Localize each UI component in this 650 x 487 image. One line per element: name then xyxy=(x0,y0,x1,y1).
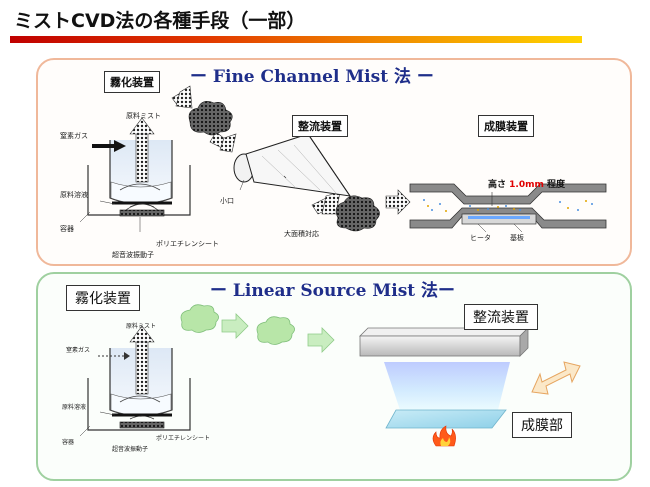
fine-polyethylene-sheet-text: ポリエチレンシート xyxy=(156,240,219,248)
linear-ultrasonic-transducer-text: 超音波振動子 xyxy=(112,446,149,453)
linear-atomizer-label: 霧化装置 xyxy=(66,285,140,311)
fine-section-title: ー Fine Channel Mist 法 ー xyxy=(190,67,434,87)
fine-atomizer-label: 霧化装置 xyxy=(104,71,160,93)
fine-heater-text: ヒータ xyxy=(470,234,491,242)
page-title: ミストCVD法の各種手段（一部） xyxy=(14,10,306,32)
linear-raw-mist-text: 原料ミスト xyxy=(126,323,157,330)
fine-container-text: 容器 xyxy=(60,225,74,233)
linear-raw-solution-text: 原料溶液 xyxy=(62,404,87,411)
fine-raw-mist-text: 原料ミスト xyxy=(126,112,161,120)
fine-deposition-label: 成膜装置 xyxy=(478,115,534,137)
linear-deposition-label: 成膜部 xyxy=(512,412,572,438)
fine-ultrasonic-transducer-text: 超音波振動子 xyxy=(112,251,154,259)
fine-large-area-text: 大面積対応 xyxy=(284,230,319,238)
fine-flow-arrows xyxy=(171,85,411,215)
linear-atomizer-apparatus xyxy=(79,325,191,437)
fine-height-prefix: 高さ xyxy=(488,180,507,190)
fine-small-mouth-text: 小口 xyxy=(220,197,234,205)
fine-height-text: 高さ 1.0mm 程度 xyxy=(488,177,565,190)
linear-rectifier-label: 整流装置 xyxy=(464,304,538,330)
fine-nitrogen-gas-text: 窒素ガス xyxy=(60,132,88,140)
fine-atomizer-apparatus xyxy=(79,117,191,232)
linear-section-title: ー Linear Source Mist 法ー xyxy=(210,281,456,301)
fine-rectifier-label: 整流装置 xyxy=(292,115,348,137)
linear-mist-clouds xyxy=(180,304,295,345)
linear-container-text: 容器 xyxy=(62,439,75,446)
linear-polyethylene-sheet-text: ポリエチレンシート xyxy=(156,435,211,442)
fine-height-value: 1.0mm xyxy=(509,180,544,190)
title-gradient-bar xyxy=(10,36,582,43)
linear-deposition xyxy=(385,409,507,447)
linear-flow-arrows xyxy=(221,313,335,353)
fine-deposition-chamber xyxy=(409,183,607,233)
fine-height-suffix: 程度 xyxy=(547,180,566,190)
fine-rectifier-funnel xyxy=(233,133,352,197)
linear-nitrogen-gas-text: 窒素ガス xyxy=(66,347,91,354)
linear-double-arrow xyxy=(531,361,581,395)
fine-substrate-text: 基板 xyxy=(510,234,524,242)
fine-raw-solution-text: 原料溶液 xyxy=(60,191,88,199)
fine-mist-clouds xyxy=(188,101,380,232)
linear-rectifier xyxy=(359,327,529,410)
